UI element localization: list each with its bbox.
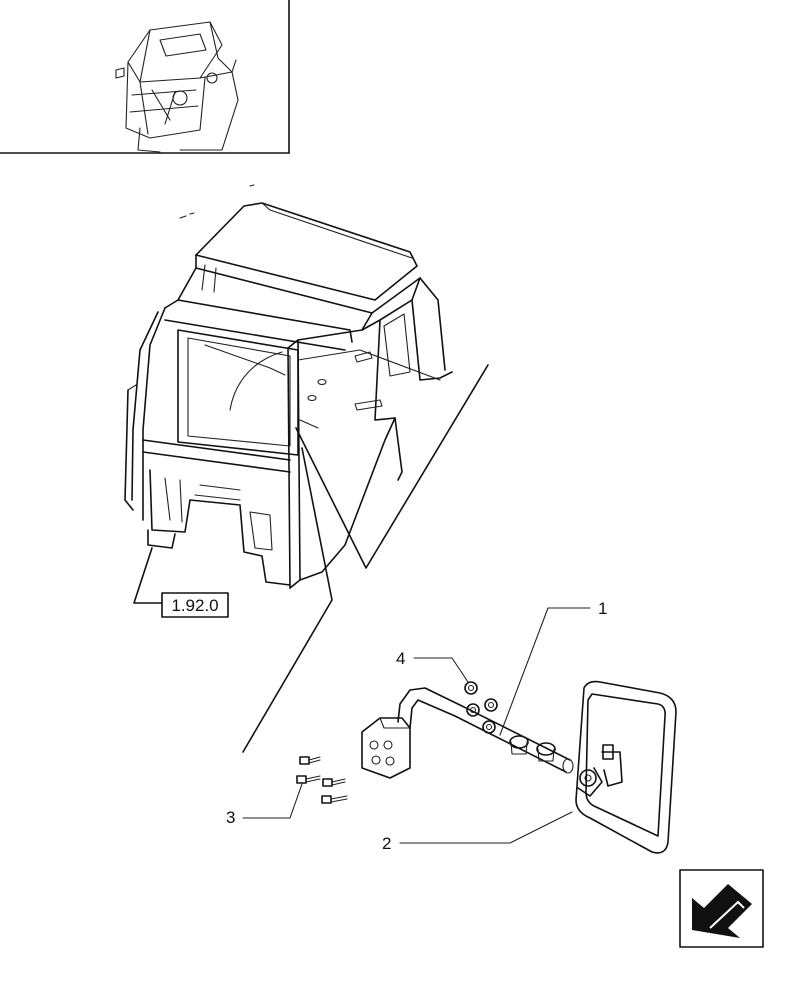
leader-lines [242, 364, 489, 753]
nuts [464, 681, 498, 734]
reference-box-label: 1.92.0 [171, 596, 218, 615]
callout-3: 3 [226, 783, 303, 827]
callout-2-label: 2 [382, 834, 391, 853]
thumbnail-inset [0, 0, 290, 154]
tractor-cab-thumbnail-icon [115, 21, 239, 153]
callout-1: 1 [499, 599, 607, 736]
callout-1-label: 1 [598, 599, 607, 618]
mirror-head [575, 680, 677, 854]
knob-icon [509, 735, 556, 762]
callout-4-label: 4 [396, 649, 405, 668]
callout-2: 2 [382, 811, 573, 853]
callout-4: 4 [396, 649, 469, 683]
nav-arrow-button[interactable] [679, 869, 764, 948]
callout-3-label: 3 [226, 808, 235, 827]
bolts [296, 756, 348, 804]
arrow-down-left-icon [692, 884, 752, 938]
reference-box[interactable]: 1.92.0 [133, 547, 229, 618]
cab-frame [124, 184, 453, 589]
mirror-bracket [361, 687, 623, 797]
